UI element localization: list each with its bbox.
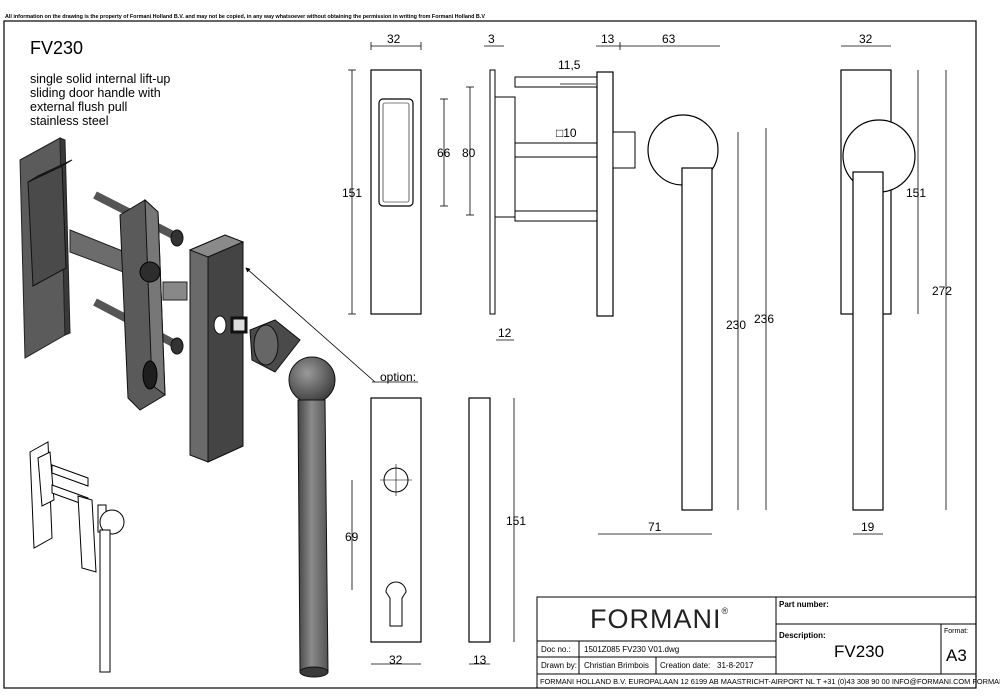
option-views bbox=[351, 397, 515, 665]
dim-option-13: 13 bbox=[473, 653, 487, 667]
dim-handle-63: 63 bbox=[662, 32, 676, 46]
drawn-by-label: Drawn by: bbox=[541, 661, 578, 670]
title-block-frame bbox=[536, 596, 977, 689]
format-label: Format: bbox=[944, 628, 969, 635]
side-section-view bbox=[466, 42, 767, 535]
doc-no-value: 1501Z085 FV230 V01.dwg bbox=[584, 645, 680, 654]
description-label: Description: bbox=[779, 631, 826, 640]
small-isometric bbox=[29, 441, 125, 673]
drawn-by-value: Christian Brimbois bbox=[584, 661, 649, 670]
dim-plate-thickness: 3 bbox=[488, 32, 495, 46]
dim-handle-13: 13 bbox=[601, 32, 615, 46]
dim-front-19: 19 bbox=[861, 520, 875, 534]
dim-handle-236: 236 bbox=[754, 312, 775, 326]
dim-front-151: 151 bbox=[906, 186, 927, 200]
dim-option-32: 32 bbox=[389, 653, 403, 667]
dim-option-151: 151 bbox=[506, 514, 527, 528]
sheet-border bbox=[3, 20, 977, 689]
flush-pull-view bbox=[348, 42, 448, 315]
exploded-view bbox=[19, 137, 418, 678]
brand-logo: FORMANI® bbox=[590, 604, 729, 635]
format-value: A3 bbox=[946, 646, 967, 665]
option-label: option: bbox=[380, 370, 417, 384]
dim-spacing-80: 80 bbox=[462, 146, 476, 160]
brand-mark: ® bbox=[721, 606, 730, 616]
dim-front-272: 272 bbox=[932, 284, 953, 298]
dim-front-32: 32 bbox=[859, 32, 873, 46]
creation-date-value: 31-8-2017 bbox=[717, 661, 754, 670]
dim-spindle: □10 bbox=[556, 126, 577, 140]
description-line-1: single solid internal lift-up bbox=[30, 72, 171, 86]
dim-flush-height: 151 bbox=[342, 186, 363, 200]
front-view bbox=[840, 45, 947, 535]
part-number-label: Part number: bbox=[779, 600, 829, 609]
doc-no-label: Doc no.: bbox=[541, 645, 571, 654]
dim-handle-230: 230 bbox=[726, 318, 747, 332]
dim-handle-71: 71 bbox=[648, 520, 662, 534]
description-line-2: sliding door handle with bbox=[30, 86, 161, 100]
description-line-4: stainless steel bbox=[30, 114, 109, 128]
dim-screw-11-5: 11,5 bbox=[558, 58, 581, 72]
dim-plate-offset: 12 bbox=[498, 326, 512, 340]
description-line-3: external flush pull bbox=[30, 100, 128, 114]
copyright-notice: All information on the drawing is the pr… bbox=[5, 14, 485, 20]
dim-flush-width: 32 bbox=[387, 32, 401, 46]
company-address-line: FORMANI HOLLAND B.V. EUROPALAAN 12 6199 … bbox=[540, 677, 1000, 686]
description-value: FV230 bbox=[834, 642, 885, 661]
creation-date-label: Creation date: bbox=[660, 661, 711, 670]
product-code-title: FV230 bbox=[30, 38, 84, 58]
brand-name: FORMANI bbox=[590, 604, 722, 634]
dim-recess-66: 66 bbox=[437, 146, 451, 160]
dim-option-69: 69 bbox=[345, 530, 359, 544]
